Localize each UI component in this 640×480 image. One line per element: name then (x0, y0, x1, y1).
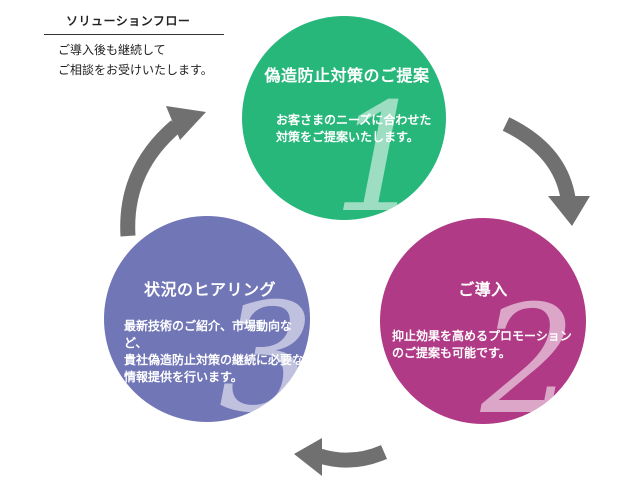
step-1-circle: 1 偽造防止対策のご提案 お客さまのニーズに合わせた 対策をご提案いたします。 (242, 16, 446, 220)
step-3-circle: 3 状況のヒアリング 最新技術のご紹介、市場動向など、 貴社偽造防止対策の継続に… (104, 216, 310, 422)
section-description: ご導入後も継続して ご相談をお受けいたします。 (58, 43, 213, 77)
step-3-body: 最新技術のご紹介、市場動向など、 貴社偽造防止対策の継続に必要な 情報提供を行い… (124, 319, 305, 384)
arrow-3-to-1-head (166, 106, 206, 140)
step-3-number: 3 (218, 272, 310, 422)
step-1-number: 1 (332, 72, 428, 220)
step-2-title: ご導入 (458, 280, 508, 299)
step-1-body: お客さまのニーズに合わせた 対策をご提案いたします。 (276, 113, 432, 144)
arrow-3-to-1-shaft (120, 120, 181, 237)
section-title: ソリューションフロー (44, 12, 224, 35)
step-2-number: 2 (480, 274, 576, 424)
step-1-title: 偽造防止対策のご提案 (264, 66, 430, 85)
arrow-2-to-3-shaft (317, 445, 388, 468)
step-2-circle: 2 ご導入 抑止効果を高めるプロモーション のご提案も可能です。 (380, 218, 586, 424)
arrow-1-to-2-head (548, 196, 590, 226)
arrow-1-to-2-shaft (502, 117, 576, 200)
step-3-title: 状況のヒアリング (143, 280, 276, 299)
step-2-body: 抑止効果を高めるプロモーション のご提案も可能です。 (392, 329, 572, 360)
arrow-2-to-3-head (294, 438, 322, 476)
